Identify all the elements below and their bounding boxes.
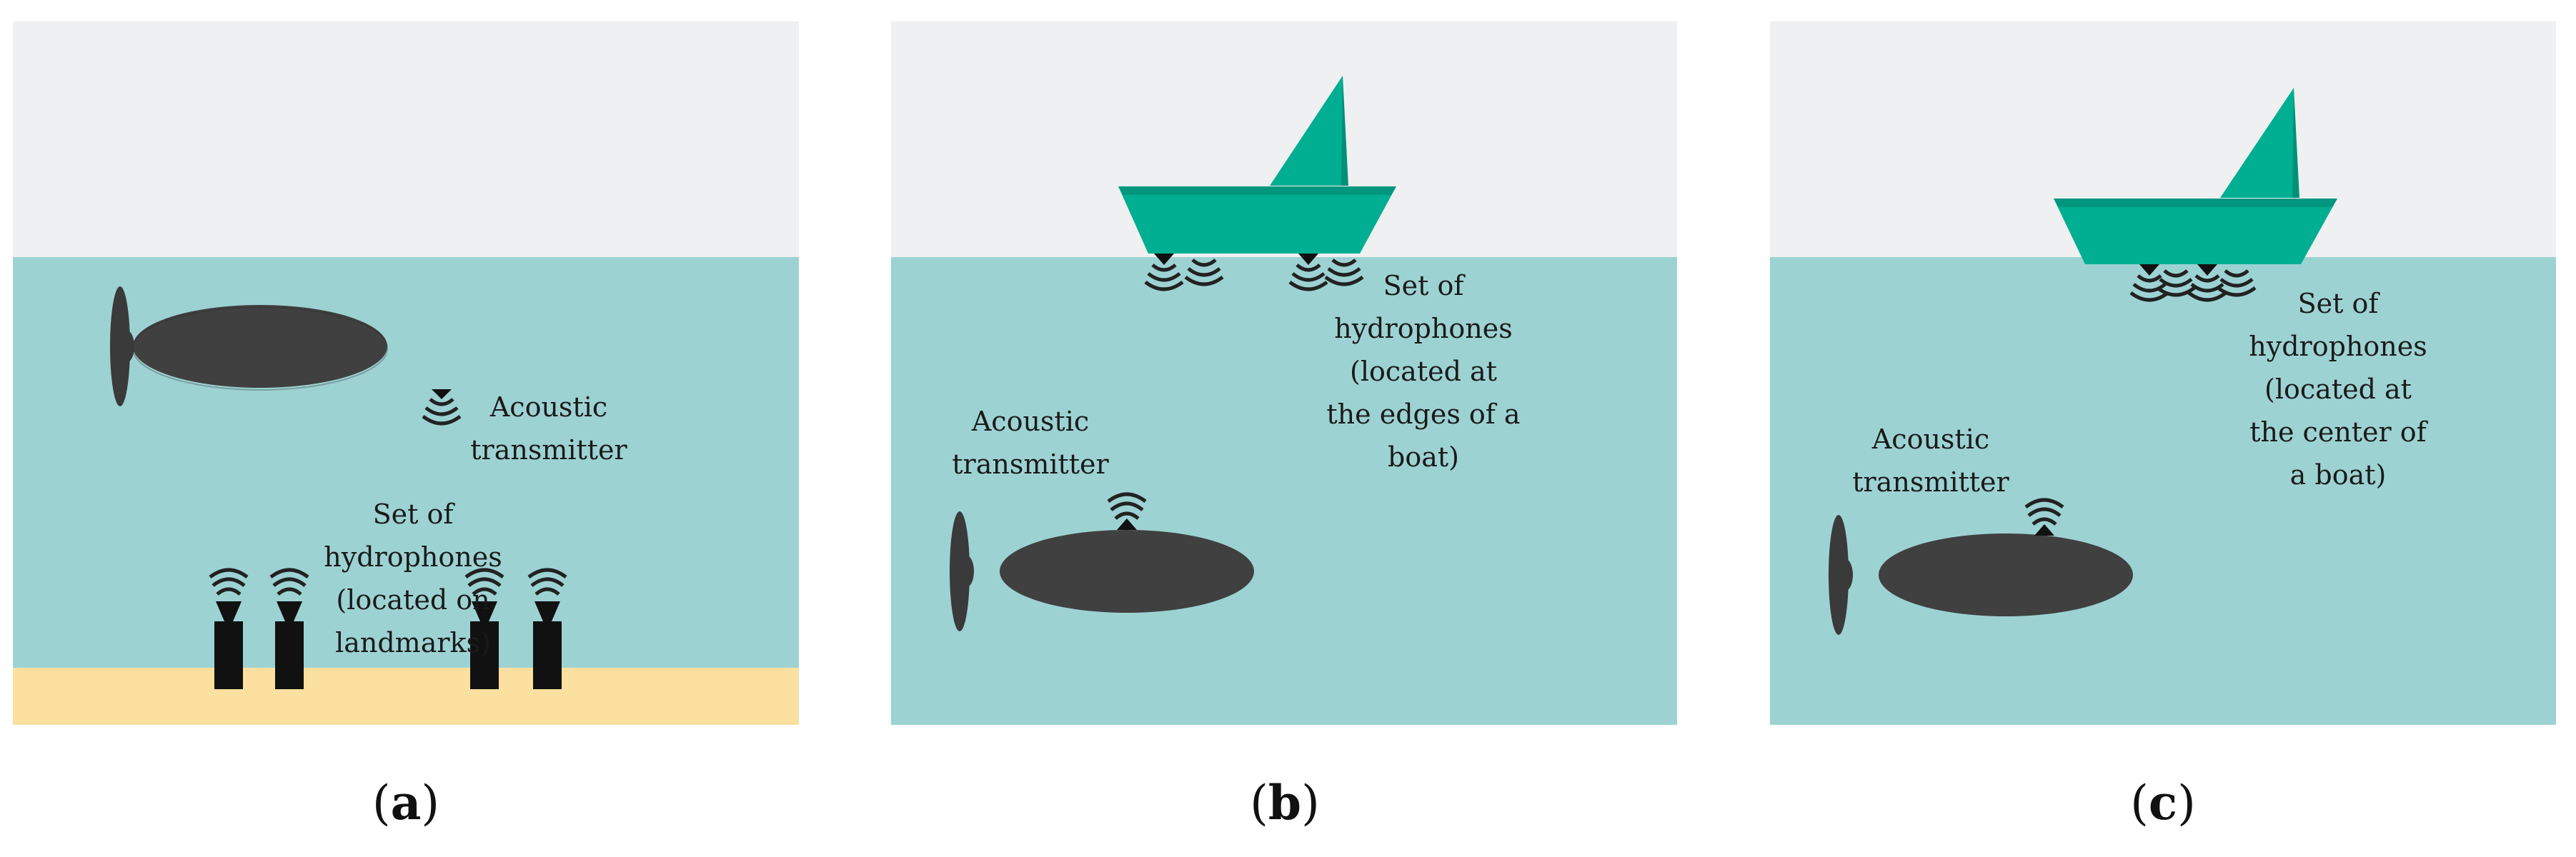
boat-edge-hydrophones xyxy=(1145,254,1363,289)
transmitter-label: Acoustic transmitter xyxy=(470,391,627,466)
boat-hull xyxy=(2054,199,2337,264)
boat-center-hydrophones xyxy=(2131,264,2255,300)
panel-b: Acoustic transmitter Set of hydrophones … xyxy=(891,21,1677,725)
caption-open: ( xyxy=(1250,776,1268,831)
caption-open: ( xyxy=(372,776,391,831)
water xyxy=(13,257,799,668)
caption-a: (a) xyxy=(299,775,513,831)
boat xyxy=(2054,88,2337,264)
panel-c-scene xyxy=(1770,21,2556,725)
caption-close: ) xyxy=(1301,776,1320,831)
water xyxy=(1770,257,2556,725)
caption-close: ) xyxy=(421,776,440,831)
acoustic-transmitter-icon xyxy=(2026,500,2063,536)
hydrophone-icon xyxy=(210,570,247,689)
caption-letter: b xyxy=(1268,775,1302,831)
hydrophone-icon xyxy=(1145,254,1183,289)
water xyxy=(891,257,1677,725)
sky xyxy=(13,21,799,257)
caption-open: ( xyxy=(2130,776,2149,831)
hydrophone-landmarks xyxy=(210,570,566,689)
caption-c: (c) xyxy=(2056,775,2270,831)
hydrophones-label: Set of hydrophones (located on landmarks… xyxy=(324,498,502,658)
acoustic-transmitter-icon xyxy=(423,389,460,424)
underwater-vehicle xyxy=(1829,515,2133,635)
caption-letter: c xyxy=(2148,775,2178,831)
panel-a: Acoustic transmitter Set of hydrophones … xyxy=(13,21,799,725)
acoustic-transmitter-icon xyxy=(1108,494,1145,530)
boat-sail xyxy=(2220,88,2295,198)
hydrophone-icon xyxy=(1290,254,1327,289)
caption-close: ) xyxy=(2177,776,2196,831)
transmitter-label: Acoustic transmitter xyxy=(1852,424,2009,498)
hydrophone-icon xyxy=(271,570,308,689)
caption-b: (b) xyxy=(1178,775,1392,831)
panel-c: Acoustic transmitter Set of hydrophones … xyxy=(1770,21,2556,725)
seabed xyxy=(13,668,799,725)
panel-b-scene xyxy=(891,21,1677,725)
panel-a-scene xyxy=(13,21,799,725)
hydrophone-icon xyxy=(529,570,566,689)
underwater-vehicle xyxy=(110,286,388,406)
boat-hull xyxy=(1118,186,1396,254)
hydrophones-label: Set of hydrophones (located at the cente… xyxy=(2249,288,2427,491)
transmitter-label: Acoustic transmitter xyxy=(952,406,1109,480)
boat-sail xyxy=(1270,76,1345,186)
hydrophone-icon xyxy=(2189,264,2226,300)
hydrophone-icon xyxy=(2131,264,2168,300)
underwater-vehicle xyxy=(950,511,1254,631)
caption-letter: a xyxy=(390,775,422,831)
hydrophones-label: Set of hydrophones (located at the edges… xyxy=(1326,270,1521,473)
hydrophone-icon xyxy=(466,570,503,689)
boat xyxy=(1118,76,1396,254)
